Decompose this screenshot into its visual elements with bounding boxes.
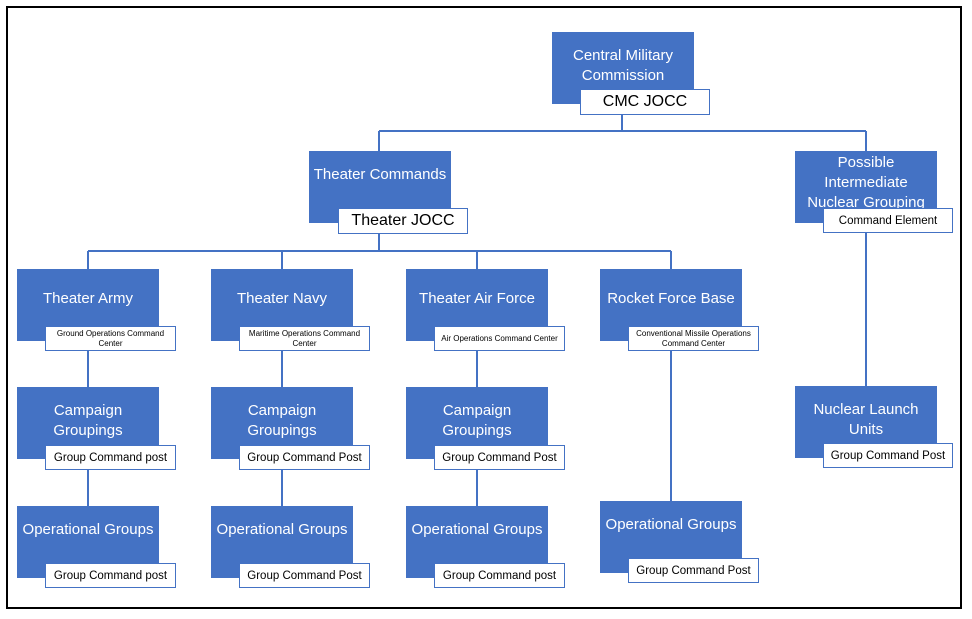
tag-army-campaign-command-post: Group Command post (45, 445, 176, 470)
tag-rocket-operational-command-post: Group Command Post (628, 558, 759, 583)
tag-airforce-operational-command-post: Group Command post (434, 563, 565, 588)
node-label: Operational Groups (216, 521, 348, 538)
node-label: Central Military Commission (572, 47, 674, 84)
node-label: Possible Intermediate Nuclear Grouping (807, 154, 925, 211)
node-label: Operational Groups (22, 521, 154, 538)
tag-airforce-campaign-command-post: Group Command Post (434, 445, 565, 470)
tag-maritime-operations-command-center: Maritime Operations Command Center (239, 326, 370, 351)
tag-text: Air Operations Command Center (441, 333, 558, 343)
node-label: Theater Army (42, 290, 134, 307)
node-label: Operational Groups (411, 521, 543, 538)
tag-command-element: Command Element (823, 208, 953, 233)
tag-text: Ground Operations Command Center (56, 328, 165, 348)
tag-cmc-jocc: CMC JOCC (580, 89, 710, 115)
tag-navy-operational-command-post: Group Command Post (239, 563, 370, 588)
tag-text: Conventional Missile Operations Command … (636, 328, 751, 348)
node-label: Theater Air Force (419, 290, 535, 307)
node-label: Nuclear Launch Units (813, 401, 919, 438)
node-label: Operational Groups (605, 516, 737, 533)
tag-ground-operations-command-center: Ground Operations Command Center (45, 326, 176, 351)
tag-air-operations-command-center: Air Operations Command Center (434, 326, 565, 351)
tag-theater-jocc: Theater JOCC (338, 208, 468, 234)
tag-text: Maritime Operations Command Center (248, 328, 361, 348)
node-label: Rocket Force Base (607, 290, 735, 307)
tag-nuclear-units-command-post: Group Command Post (823, 443, 953, 468)
node-label: Campaign Groupings (442, 402, 512, 439)
tag-navy-campaign-command-post: Group Command Post (239, 445, 370, 470)
node-label: Theater Commands (313, 166, 447, 183)
tag-conventional-missile-operations-command-center: Conventional Missile Operations Command … (628, 326, 759, 351)
node-intermediate-nuclear-grouping: Possible Intermediate Nuclear Grouping (795, 151, 937, 223)
tag-army-operational-command-post: Group Command post (45, 563, 176, 588)
node-label: Theater Navy (236, 290, 328, 307)
node-label: Campaign Groupings (247, 402, 317, 439)
node-label: Campaign Groupings (53, 402, 123, 439)
